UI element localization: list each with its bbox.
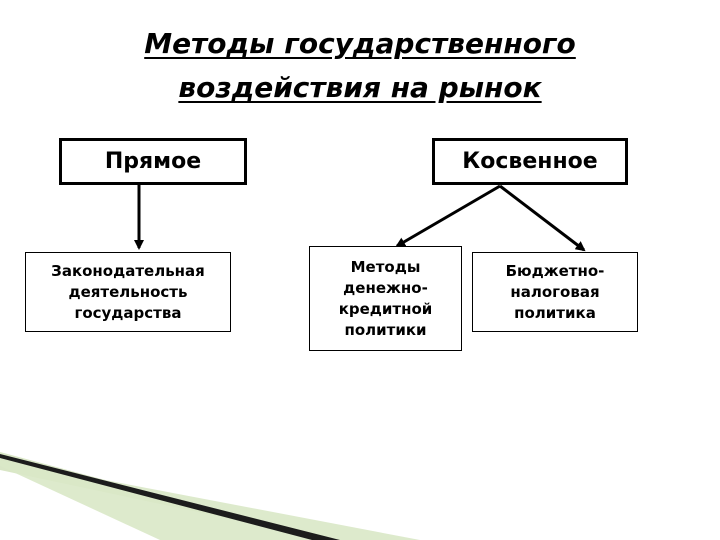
legislative-line-2: деятельность	[68, 282, 188, 301]
decorative-swoosh	[0, 452, 420, 540]
legislative-line-1: Законодательная	[51, 261, 205, 280]
title-line-2: воздействия на рынок	[178, 71, 542, 104]
monetary-line-1: Методы	[350, 257, 421, 276]
fiscal-line-2: налоговая	[510, 282, 600, 301]
arrow-indirect-to-monetary	[395, 184, 501, 248]
fiscal-line-3: политика	[514, 303, 596, 322]
fiscal-line-1: Бюджетно-	[505, 261, 605, 280]
diagram-title: Методы государственного воздействия на р…	[0, 22, 720, 110]
legislative-line-3: государства	[74, 303, 182, 322]
monetary-line-4: политики	[344, 320, 427, 339]
node-fiscal: Бюджетно- налоговая политика	[472, 252, 638, 332]
node-indirect-label: Косвенное	[462, 149, 598, 174]
node-direct-label: Прямое	[104, 149, 202, 174]
monetary-line-2: денежно-	[343, 278, 428, 297]
node-monetary: Методы денежно- кредитной политики	[309, 246, 462, 351]
node-direct: Прямое	[59, 138, 247, 185]
title-line-1: Методы государственного	[144, 27, 576, 60]
monetary-line-3: кредитной	[338, 299, 433, 318]
arrow-indirect-to-fiscal	[499, 184, 586, 252]
node-indirect: Косвенное	[432, 138, 628, 185]
node-legislative: Законодательная деятельность государства	[25, 252, 231, 332]
